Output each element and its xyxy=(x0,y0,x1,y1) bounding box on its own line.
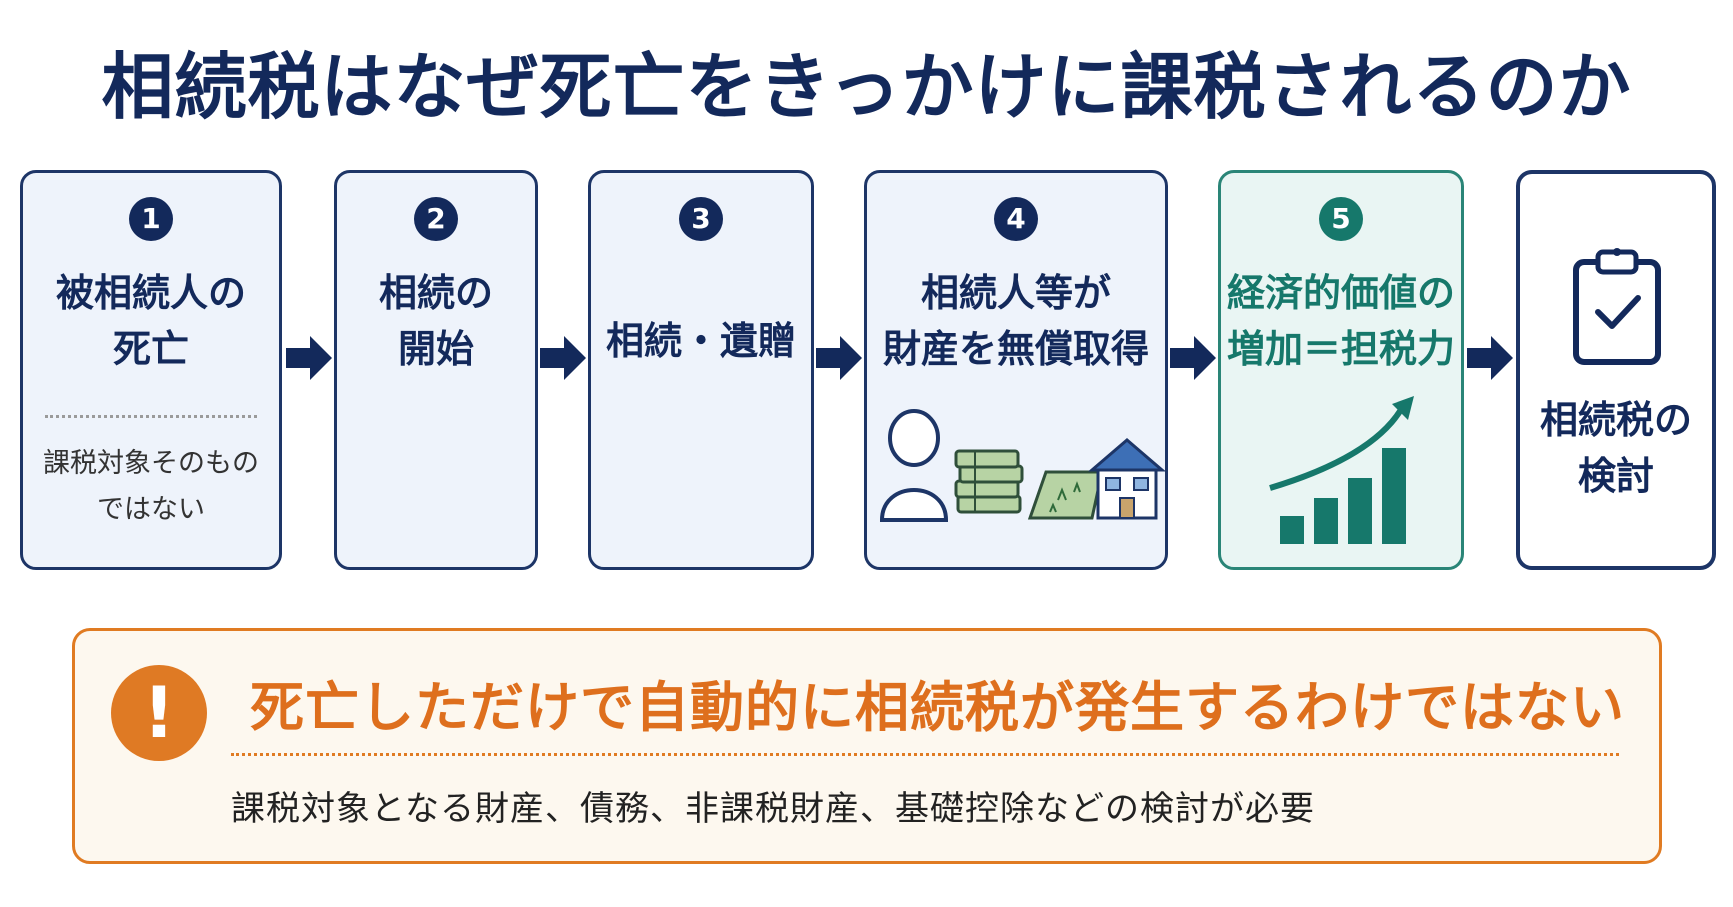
step-1-note-line1: 課税対象そのもの xyxy=(43,448,259,479)
step-4-label-line1: 相続人等が xyxy=(920,271,1111,315)
final-step-label-line2: 検討 xyxy=(1577,454,1654,498)
flow-arrow-1-icon xyxy=(286,336,332,380)
step-2-label-line2: 開始 xyxy=(397,327,474,371)
exclamation-icon: ! xyxy=(111,665,207,761)
callout-divider xyxy=(231,753,1619,756)
step-2-label-line1: 相続の xyxy=(378,271,493,315)
flow-arrow-5-icon xyxy=(1467,336,1513,380)
step-1-label-line1: 被相続人の xyxy=(55,271,246,315)
step-4-number: 4 xyxy=(994,197,1038,241)
flow-arrow-4-icon xyxy=(1170,336,1216,380)
warning-callout: ! 死亡しただけで自動的に相続税が発生するわけではない 課税対象となる財産、債務… xyxy=(72,628,1662,864)
step-1-note-line2: ではない xyxy=(97,494,205,525)
step-5-label-line2: 増加＝担税力 xyxy=(1226,327,1455,371)
step-3-box: 3 相続・遺贈 xyxy=(588,170,814,570)
step-1-box: 1 被相続人の 死亡 課税対象そのもの ではない xyxy=(20,170,282,570)
step-2-number: 2 xyxy=(414,197,458,241)
step-1-label-line2: 死亡 xyxy=(112,327,189,371)
step-4-box: 4 相続人等が 財産を無償取得 xyxy=(864,170,1168,570)
final-step-box: 相続税の 検討 xyxy=(1516,170,1716,570)
step-2-box: 2 相続の 開始 xyxy=(334,170,538,570)
step-3-number: 3 xyxy=(679,197,723,241)
step-3-label-line1: 相続・遺贈 xyxy=(605,319,796,363)
flow-arrow-3-icon xyxy=(816,336,862,380)
step-1-divider xyxy=(45,415,257,418)
step-5-box: 5 経済的価値の 増加＝担税力 xyxy=(1218,170,1464,570)
step-5-label-line1: 経済的価値の xyxy=(1226,271,1455,315)
page-title: 相続税はなぜ死亡をきっかけに課税されるのか xyxy=(101,45,1632,129)
step-5-number: 5 xyxy=(1319,197,1363,241)
callout-title: 死亡しただけで自動的に相続税が発生するわけではない xyxy=(250,676,1625,739)
final-step-label-line1: 相続税の xyxy=(1539,398,1692,442)
flow-arrow-2-icon xyxy=(540,336,586,380)
step-1-number: 1 xyxy=(129,197,173,241)
step-4-label-line2: 財産を無償取得 xyxy=(882,327,1149,371)
callout-body: 課税対象となる財産、債務、非課税財産、基礎控除などの検討が必要 xyxy=(231,789,1315,829)
